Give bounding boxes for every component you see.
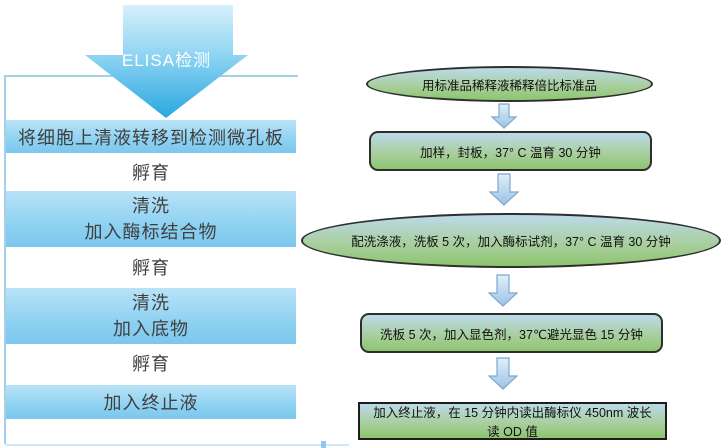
node-label: 加入终止液，在 15 分钟内读出酶标仪 450nm 波长读 OD 值 <box>373 406 652 439</box>
step-label: 清洗 <box>132 293 170 313</box>
step-label: 加入酶标结合物 <box>84 222 218 242</box>
elisa-title: ELISA检测 <box>121 51 212 70</box>
flow-node-dilute-standards: 用标准品稀释液稀释倍比标准品 <box>366 66 653 102</box>
node-label: 洗板 5 次，加入显色剂，37℃避光显色 15 分钟 <box>380 327 643 342</box>
left-step-wash-add-substrate: 清洗 加入底物 <box>6 288 296 344</box>
flow-node-stop-and-read-od: 加入终止液，在 15 分钟内读出酶标仪 450nm 波长读 OD 值 <box>358 402 667 440</box>
node-label: 配洗涤液，洗板 5 次，加入酶标试剂，37° C 温育 30 分钟 <box>351 235 671 249</box>
node-label: 用标准品稀释液稀释倍比标准品 <box>421 78 597 93</box>
step-label: 孵育 <box>132 257 170 278</box>
left-step-add-stop-solution: 加入终止液 <box>6 385 296 419</box>
step-label: 孵育 <box>132 162 170 183</box>
down-arrow-icon <box>488 357 518 390</box>
bottom-rule <box>5 444 349 446</box>
step-label: 加入终止液 <box>103 393 199 413</box>
step-label: 清洗 <box>132 196 170 216</box>
left-step-incubate-2: 孵育 <box>6 251 296 282</box>
flow-node-wash-add-enzyme-reagent: 配洗涤液，洗板 5 次，加入酶标试剂，37° C 温育 30 分钟 <box>301 213 721 268</box>
down-arrow-icon <box>490 103 518 129</box>
down-arrow-icon <box>488 274 518 307</box>
down-arrow-icon <box>489 173 519 206</box>
step-label: 孵育 <box>132 353 170 374</box>
step-label: 将细胞上清液转移到检测微孔板 <box>18 127 284 148</box>
flow-node-add-sample-seal: 加样，封板，37° C 温育 30 分钟 <box>369 131 652 171</box>
node-label: 加样，封板，37° C 温育 30 分钟 <box>420 145 601 160</box>
left-step-incubate-3: 孵育 <box>6 347 296 378</box>
step-label: 加入底物 <box>113 319 189 339</box>
left-step-transfer-supernatant: 将细胞上清液转移到检测微孔板 <box>6 120 296 153</box>
flow-node-wash-add-chromogen: 洗板 5 次，加入显色剂，37℃避光显色 15 分钟 <box>360 313 663 353</box>
left-step-incubate-1: 孵育 <box>6 156 296 187</box>
bottom-tick <box>321 441 326 448</box>
left-step-wash-add-conjugate: 清洗 加入酶标结合物 <box>6 191 296 247</box>
